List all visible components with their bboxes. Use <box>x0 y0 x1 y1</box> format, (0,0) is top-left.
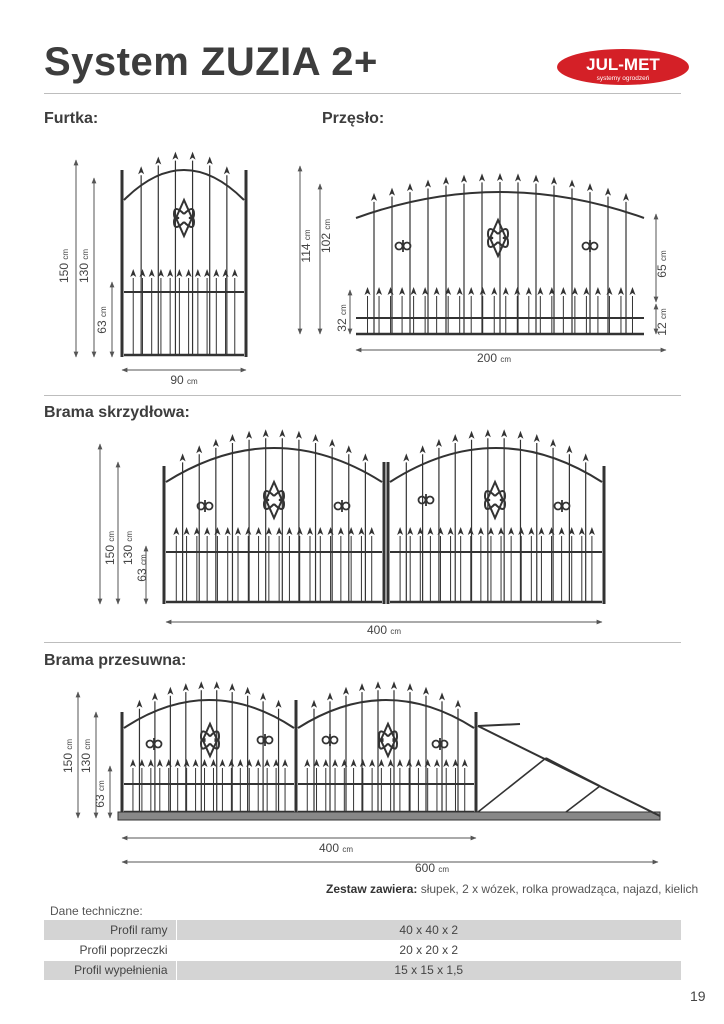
svg-text:400 cm: 400 cm <box>319 841 353 855</box>
svg-text:600 cm: 600 cm <box>415 861 449 875</box>
svg-text:200 cm: 200 cm <box>477 351 511 365</box>
tech-data-title: Dane techniczne: <box>50 904 143 918</box>
svg-text:130 cm: 130 cm <box>121 531 135 565</box>
section-title-brama-skrzydlowa: Brama skrzydłowa: <box>44 404 190 421</box>
svg-text:63 cm: 63 cm <box>95 306 109 334</box>
section-title-furtka: Furtka: <box>44 110 99 127</box>
page-number: 19 <box>690 988 706 1004</box>
svg-text:400 cm: 400 cm <box>367 623 401 637</box>
kit-contents: Zestaw zawiera: słupek, 2 x wózek, rolka… <box>326 882 698 896</box>
svg-text:102 cm: 102 cm <box>319 219 333 253</box>
header-divider <box>44 93 681 94</box>
section-divider <box>44 395 681 396</box>
kit-label: Zestaw zawiera: <box>326 882 418 896</box>
svg-text:63 cm: 63 cm <box>93 780 107 808</box>
przeslo-drawing <box>297 165 667 353</box>
furtka-drawing <box>73 151 248 373</box>
section-title-brama-przesuwna: Brama przesuwna: <box>44 652 187 669</box>
brama-przesuwna-drawing <box>75 681 661 865</box>
section-title-przeslo: Przęsło: <box>322 110 385 127</box>
svg-text:150 cm: 150 cm <box>61 739 75 773</box>
svg-text:65 cm: 65 cm <box>655 250 669 278</box>
brama-skrzydlowa-drawing <box>97 429 606 625</box>
page-title: System ZUZIA 2+ <box>44 40 378 84</box>
svg-text:32 cm: 32 cm <box>335 304 349 332</box>
svg-text:130 cm: 130 cm <box>79 739 93 773</box>
svg-text:150 cm: 150 cm <box>57 249 71 283</box>
svg-text:114 cm: 114 cm <box>299 229 313 262</box>
svg-text:12 cm: 12 cm <box>655 308 669 336</box>
brand-logo: JUL-MET systemy ogrodzeń <box>557 49 689 85</box>
svg-text:63 cm: 63 cm <box>135 554 149 582</box>
logo-tagline: systemy ogrodzeń <box>597 75 650 82</box>
kit-text: słupek, 2 x wózek, rolka prowadząca, naj… <box>420 882 699 896</box>
logo-name: JUL-MET <box>586 55 660 74</box>
svg-text:150 cm: 150 cm <box>103 531 117 565</box>
section-divider <box>44 642 681 643</box>
svg-text:90 cm: 90 cm <box>170 373 198 387</box>
svg-text:130 cm: 130 cm <box>77 249 91 283</box>
